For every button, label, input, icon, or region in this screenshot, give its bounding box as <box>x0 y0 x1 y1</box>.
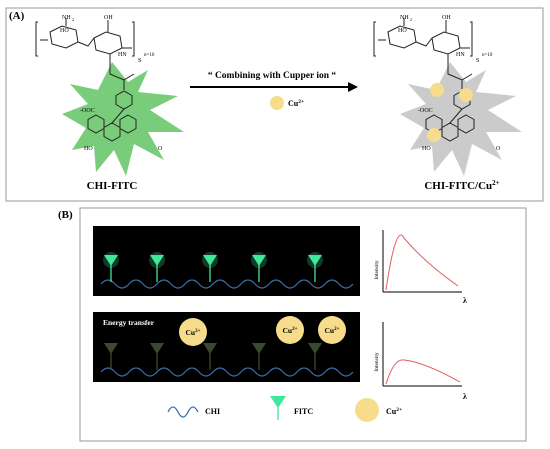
legend: CHI FITC Cu2+ <box>167 396 402 422</box>
fitc-marker <box>252 343 266 370</box>
chem-label-s-r: S <box>476 58 479 64</box>
chem-label-oh-r: OH <box>442 15 451 21</box>
legend-cu-icon <box>355 398 379 422</box>
spectrum-xlabel-bottom: λ <box>463 392 467 401</box>
cu-ion-legend-a <box>270 96 284 110</box>
chem-label-ho-r2: HO <box>422 146 431 152</box>
legend-fitc-label: FITC <box>294 407 313 416</box>
chem-label-hn-r: HN <box>456 52 465 58</box>
spectrum-curve-high <box>385 234 459 291</box>
fluorescence-star-green <box>62 62 184 176</box>
legend-chi-icon <box>167 406 199 418</box>
fitc-marker <box>104 343 118 370</box>
chem-label-ho: HO <box>60 28 69 34</box>
chem-label-nh2: NH <box>62 15 71 21</box>
fitc-marker <box>251 252 267 282</box>
repeat-unit-right: n=10 <box>482 53 493 58</box>
chi-fitc-molecule: HO NH 2 OH HN S -OOC HO O n=10 <box>35 15 184 176</box>
fitc-marker <box>202 252 218 282</box>
chem-label-ooc-r: -OOC <box>418 108 433 114</box>
energy-transfer-label: Energy transfer <box>103 318 155 327</box>
chi-fitc-cu-molecule: HO NH 2 OH HN S -OOC HO O n=10 <box>373 15 522 176</box>
cu-ion-bound <box>427 128 441 142</box>
chem-label-o: O <box>158 146 163 152</box>
legend-cu-label: Cu2+ <box>386 407 402 416</box>
svg-text:2: 2 <box>72 17 74 22</box>
cu-label-a: Cu2+ <box>288 99 304 108</box>
cu-ion-in-strip: Cu2+ <box>179 318 207 346</box>
right-caption: CHI-FITC/Cu2+ <box>424 179 499 192</box>
chem-label-ho-2: HO <box>84 146 93 152</box>
repeat-unit-left: n=10 <box>144 53 155 58</box>
chem-label-hn: HN <box>118 52 127 58</box>
spectrum-ylabel-top: Intensity <box>374 260 380 279</box>
reaction-arrowhead <box>348 82 358 92</box>
fitc-markers-top <box>103 252 323 282</box>
panel-a-label: (A) <box>9 10 25 22</box>
spectrum-bottom: Intensity λ <box>374 322 467 401</box>
spectrum-curve-low <box>385 359 461 385</box>
fitc-marker <box>103 252 119 282</box>
chem-label-ooc: -OOC <box>80 108 95 114</box>
panel-b-frame <box>79 207 527 442</box>
spectrum-ylabel-bottom: Intensity <box>374 352 380 371</box>
svg-text:Cu2+: Cu2+ <box>283 326 298 335</box>
svg-text:Cu2+: Cu2+ <box>325 326 340 335</box>
chem-label-oh: OH <box>104 15 113 21</box>
svg-text:Cu2+: Cu2+ <box>186 328 201 337</box>
chi-chain-bottom <box>100 367 354 377</box>
svg-text:2: 2 <box>410 17 412 22</box>
panel-a-frame <box>5 7 544 202</box>
chem-label-o-r: O <box>496 146 501 152</box>
legend-chi-label: CHI <box>205 407 220 416</box>
fitc-marker <box>150 343 164 370</box>
cu-ion-bound <box>430 83 444 97</box>
spectrum-top: Intensity λ <box>374 230 467 305</box>
legend-fitc-icon <box>270 396 286 408</box>
arrow-text: “ Combining with Cupper ion “ <box>208 70 337 81</box>
panel-b-label: (B) <box>58 209 73 221</box>
spectrum-xlabel-top: λ <box>463 296 467 305</box>
chem-label-ho-r: HO <box>398 28 407 34</box>
chem-label-s: S <box>138 58 141 64</box>
left-caption: CHI-FITC <box>87 180 138 192</box>
cu-ion-bound <box>459 88 473 102</box>
chem-label-nh2-r: NH <box>400 15 409 21</box>
cu-ion-in-strip: Cu2+ <box>276 316 304 344</box>
fitc-marker <box>149 252 165 282</box>
fitc-marker <box>307 252 323 282</box>
fitc-marker <box>308 343 322 370</box>
chi-chain-top <box>100 279 354 289</box>
fitc-markers-bottom <box>104 343 322 370</box>
cu-ion-in-strip: Cu2+ <box>318 316 346 344</box>
fitc-marker <box>203 343 217 370</box>
